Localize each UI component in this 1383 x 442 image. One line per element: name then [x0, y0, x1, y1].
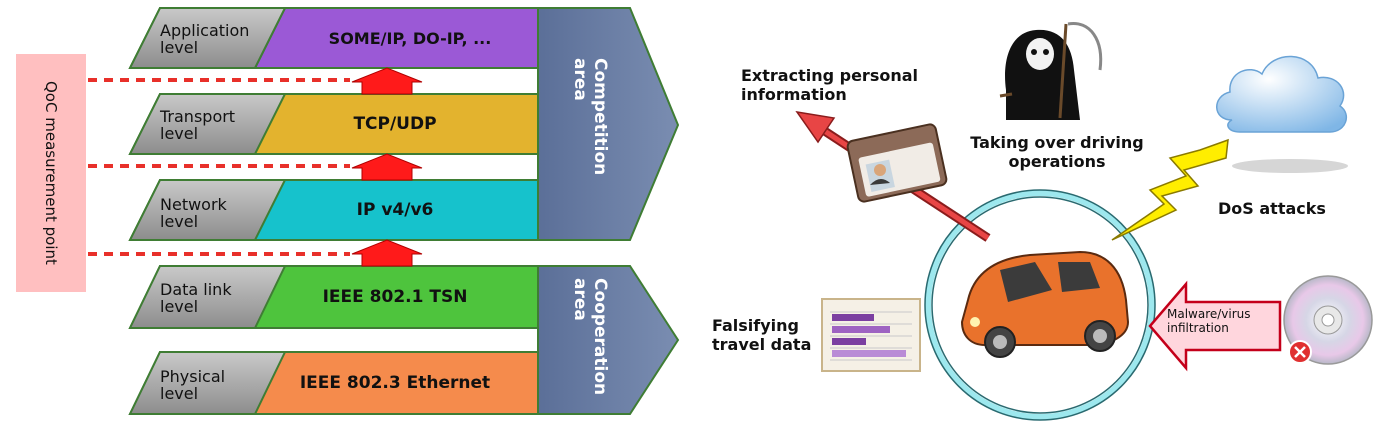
travel-data-chart-icon [821, 298, 921, 372]
level-label-application: Application level [160, 21, 250, 57]
cooperation-area-label: Cooperation area [570, 278, 610, 396]
protocol-label-application: SOME/IP, DO-IP, ... [328, 29, 492, 48]
id-card-icon [846, 123, 948, 203]
protocol-label-network: IP v4/v6 [356, 200, 434, 220]
threat-malware-infiltration: Malware/virus infiltration [1167, 307, 1251, 335]
threat-dos-attacks: DoS attacks [1218, 199, 1326, 218]
qoc-dashed-lines [88, 78, 350, 256]
protocol-label-transport: TCP/UDP [353, 114, 437, 134]
car-icon [960, 250, 1130, 358]
layer-rows [128, 7, 541, 415]
malware-arrow [1148, 280, 1282, 372]
cloud-icon [1216, 55, 1348, 173]
qoc-label: QoC measurement point [42, 81, 60, 265]
area-chevrons [537, 7, 680, 415]
competition-area-label: Competition area [570, 58, 610, 176]
qoc-measurement-box: QoC measurement point [16, 54, 86, 292]
protocol-label-physical: IEEE 802.3 Ethernet [299, 373, 491, 393]
lightning-icon [1111, 138, 1229, 241]
protocol-label-data-link: IEEE 802.1 TSN [322, 287, 468, 307]
grim-reaper-icon [999, 22, 1103, 120]
threat-falsifying-travel-data: Falsifying travel data [712, 316, 812, 354]
level-label-data-link: Data link level [160, 280, 232, 316]
layer-arrows [351, 67, 423, 267]
level-label-network: Network level [160, 195, 227, 231]
level-label-physical: Physical level [160, 367, 226, 403]
cd-icon [1283, 275, 1373, 365]
level-label-transport: Transport level [160, 107, 236, 143]
threat-extracting-personal-info: Extracting personal information [741, 66, 918, 104]
threat-taking-over-driving: Taking over driving operations [970, 133, 1144, 171]
